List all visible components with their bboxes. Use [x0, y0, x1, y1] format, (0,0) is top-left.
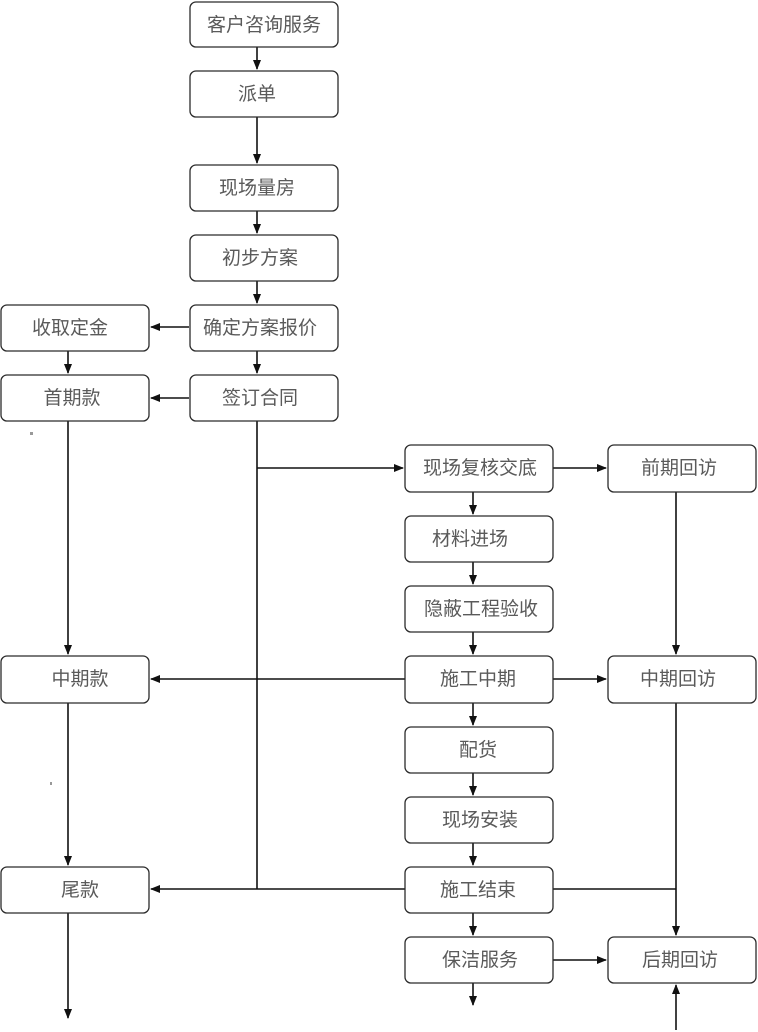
- stray-mark: [50, 782, 52, 785]
- node-delivery-label: 配货: [459, 739, 497, 761]
- node-sign-contract: 签订合同: [189, 374, 339, 422]
- node-final-payment: 尾款: [0, 866, 150, 914]
- node-late-visit: 后期回访: [607, 936, 757, 984]
- node-dispatch-label: 派单: [238, 83, 276, 105]
- node-first-payment: 首期款: [0, 374, 150, 422]
- node-mid-visit: 中期回访: [607, 655, 757, 704]
- node-materials-in-label: 材料进场: [432, 528, 508, 550]
- node-mid-construction-label: 施工中期: [440, 668, 516, 690]
- node-cleaning-label: 保洁服务: [442, 949, 518, 971]
- node-mid-visit-label: 中期回访: [640, 668, 716, 690]
- node-final-payment-label: 尾款: [61, 879, 99, 901]
- node-measure-label: 现场量房: [219, 177, 295, 199]
- node-construction-end-label: 施工结束: [440, 879, 516, 901]
- node-dispatch: 派单: [189, 70, 339, 118]
- node-sign-contract-label: 签订合同: [222, 387, 298, 409]
- node-deposit-label: 收取定金: [32, 317, 108, 339]
- node-site-review-label: 现场复核交底: [423, 457, 537, 479]
- nodes: 客户咨询服务 派单 现场量房 初步方案 确定方案报价 收取定金 签订合同 首期: [0, 1, 757, 984]
- node-construction-end: 施工结束: [404, 866, 554, 914]
- node-prelim-plan: 初步方案: [189, 234, 339, 282]
- node-cleaning: 保洁服务: [404, 936, 554, 984]
- node-consult-label: 客户咨询服务: [207, 14, 321, 36]
- node-delivery: 配货: [404, 726, 554, 774]
- node-confirm-quote: 确定方案报价: [189, 304, 339, 352]
- node-deposit: 收取定金: [0, 304, 150, 352]
- node-early-visit: 前期回访: [607, 444, 757, 493]
- node-mid-payment-label: 中期款: [51, 668, 108, 690]
- node-consult: 客户咨询服务: [189, 1, 339, 48]
- node-mid-construction: 施工中期: [404, 655, 554, 704]
- node-early-visit-label: 前期回访: [641, 457, 717, 479]
- stray-mark: [30, 432, 33, 435]
- node-confirm-quote-label: 确定方案报价: [203, 317, 317, 339]
- node-site-review: 现场复核交底: [404, 444, 554, 493]
- node-measure: 现场量房: [189, 164, 339, 212]
- node-materials-in: 材料进场: [404, 515, 554, 563]
- node-hidden-inspection: 隐蔽工程验收: [404, 585, 554, 633]
- node-mid-payment: 中期款: [0, 655, 150, 704]
- node-late-visit-label: 后期回访: [642, 949, 718, 971]
- node-onsite-install: 现场安装: [404, 796, 554, 844]
- node-onsite-install-label: 现场安装: [442, 809, 518, 831]
- edges: [64, 47, 680, 1030]
- node-prelim-plan-label: 初步方案: [222, 247, 298, 269]
- node-first-payment-label: 首期款: [43, 387, 100, 409]
- node-hidden-inspection-label: 隐蔽工程验收: [424, 598, 538, 620]
